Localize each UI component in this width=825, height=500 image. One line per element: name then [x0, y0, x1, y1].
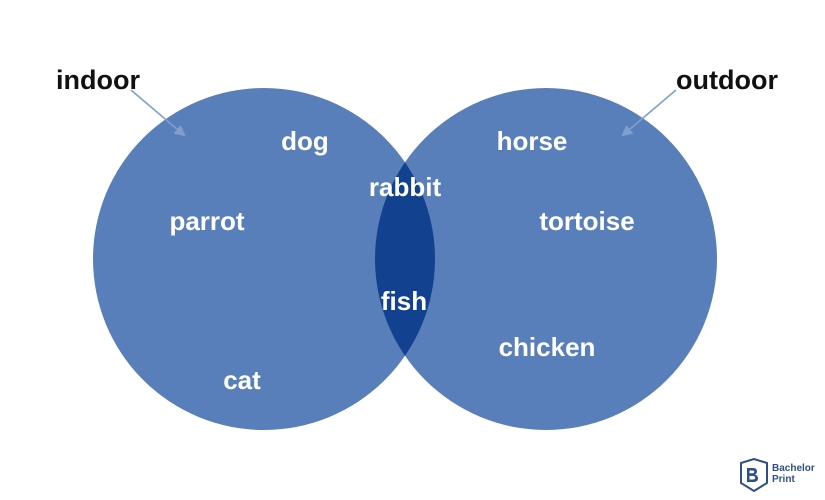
logo-line1: Bachelor — [772, 463, 815, 474]
intersection-item-fish: fish — [380, 286, 428, 316]
outdoor-arrow — [621, 89, 677, 137]
logo-line2: Print — [772, 474, 795, 485]
outdoor-circle — [375, 88, 717, 430]
outdoor-label: outdoor — [676, 65, 778, 95]
outdoor-item-tortoise: tortoise — [539, 206, 635, 236]
intersection-item-rabbit: rabbit — [368, 172, 442, 202]
indoor-circle — [93, 88, 435, 430]
outdoor-item-horse: horse — [496, 126, 568, 156]
indoor-item-parrot: parrot — [169, 206, 245, 236]
bachelorprint-logo: Bachelor Print — [739, 457, 821, 493]
indoor-arrow — [130, 89, 186, 137]
indoor-item-dog: dog — [281, 126, 329, 156]
outdoor-item-chicken: chicken — [498, 332, 596, 362]
indoor-label: indoor — [56, 65, 140, 95]
bachelorprint-logo-text: Bachelor Print — [772, 463, 815, 485]
indoor-item-cat: cat — [223, 365, 261, 395]
bachelorprint-logo-icon — [740, 457, 768, 493]
